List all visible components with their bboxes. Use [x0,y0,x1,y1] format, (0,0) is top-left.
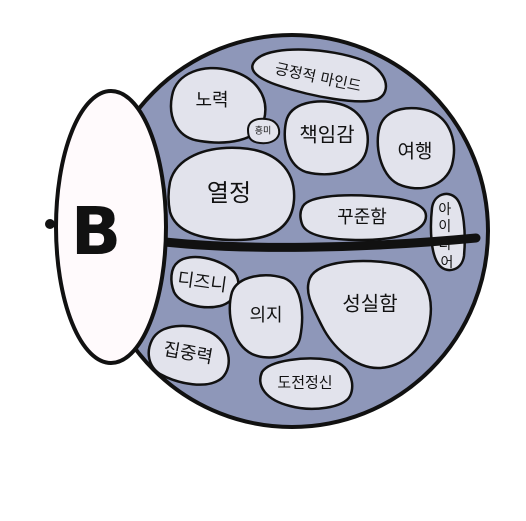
label-idea-line-2: 이 [438,219,451,235]
blob-will [228,274,304,359]
cap-knob [45,219,55,229]
blob-interest [246,117,281,145]
label-responsibility: 책임감 [299,123,354,147]
blob-challenge [259,357,354,410]
label-effort: 노력 [195,90,228,111]
label-idea-line-1: 아 [438,202,451,218]
label-interest: 흥미 [255,125,272,137]
cap-ellipse [54,89,168,365]
blob-concentration [147,324,230,386]
ball-shine [158,36,212,68]
blob-idea [429,192,466,272]
cap-letter: B [71,193,121,270]
label-travel: 여행 [398,141,433,163]
blob-persistence [299,194,428,242]
label-idea: 아 이 디 어 [438,202,455,271]
blob-sincerity [306,259,433,370]
label-sincerity: 성실함 [342,292,397,316]
blob-disney [170,255,240,309]
label-idea-line-4: 어 [441,255,454,271]
label-passion: 열정 [207,179,251,207]
label-will: 의지 [249,305,282,326]
label-challenge: 도전정신 [277,374,332,392]
label-idea-line-3: 디 [438,237,451,253]
blob-responsibility [283,100,369,176]
label-persistence: 꾸준함 [337,207,387,228]
blob-passion [167,146,296,242]
blob-positive-mind [251,48,388,103]
equator-band [143,233,481,252]
ball-shine-dot [145,75,155,83]
blob-travel [376,106,456,190]
